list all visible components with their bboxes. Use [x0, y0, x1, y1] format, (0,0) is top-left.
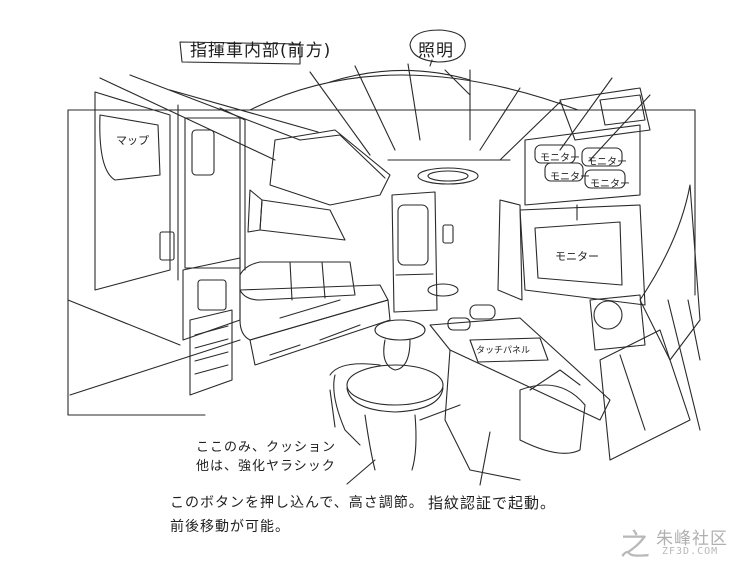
control-console	[419, 304, 611, 481]
watermark-site: ZF3D.COM	[662, 546, 719, 557]
sofa-bench	[239, 261, 391, 366]
left-wall	[67, 91, 246, 396]
annotation-button-line2: 前後移動が可能。	[170, 519, 290, 535]
label-touch-panel: タッチパネル	[476, 346, 531, 356]
right-wall	[497, 87, 701, 461]
label-monitor-main: モニター	[555, 250, 599, 263]
annotation-cushion-line2: 他は、強化ヤラシック	[196, 459, 336, 474]
label-map: マップ	[116, 134, 149, 147]
label-monitor: モニター	[540, 153, 580, 164]
annotation-title: 指揮車内部(前方)	[190, 41, 332, 61]
annotation-lighting: 照明	[418, 41, 454, 61]
lighting-dome	[249, 59, 579, 141]
watermark-name: 朱峰社区	[656, 529, 728, 549]
rear-door	[391, 191, 454, 313]
label-monitor: モニター	[550, 172, 590, 183]
watermark-logo-icon: 之	[620, 528, 650, 563]
label-monitor: モニター	[587, 157, 627, 168]
annotation-fingerprint: 指紋認証で起動。	[428, 494, 557, 512]
leader-lines	[179, 29, 578, 486]
annotation-cushion-line1: ここのみ、クッション	[196, 440, 337, 455]
annotation-button-line1: このボタンを押し込んで、高さ調節。	[170, 495, 424, 511]
label-monitor: モニター	[590, 179, 630, 190]
frame-lines	[67, 109, 696, 416]
ceiling-perspective	[99, 65, 651, 161]
seating	[329, 283, 459, 471]
overhead-storage	[247, 129, 511, 241]
